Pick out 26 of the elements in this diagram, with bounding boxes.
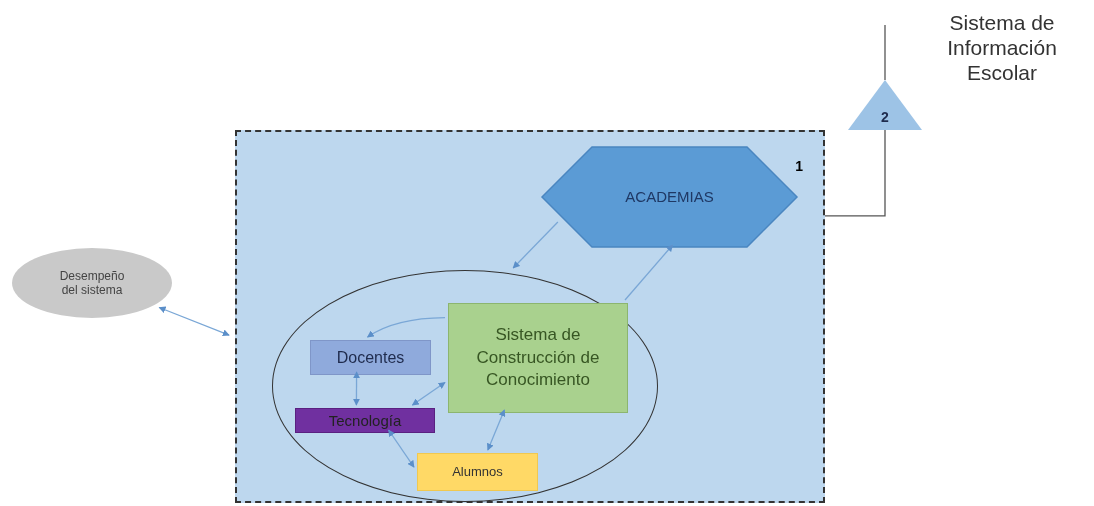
process-box <box>417 453 538 491</box>
node-label: Alumnos <box>452 464 503 480</box>
connector-line <box>824 129 886 217</box>
connector-line <box>884 24 886 81</box>
arrow <box>624 244 674 301</box>
arrow <box>411 381 446 406</box>
node-label: Sistema de Construcción de Conocimiento <box>475 323 601 392</box>
system-boundary-box <box>235 130 825 503</box>
node-label: Docentes <box>336 347 405 368</box>
arrow <box>512 221 559 269</box>
node-label: Tecnología <box>328 411 402 430</box>
process-box <box>295 408 435 433</box>
arrow <box>158 306 230 337</box>
node-label: ACADEMIAS <box>625 188 714 206</box>
arrow <box>366 316 446 338</box>
caption-text: Sistema de Información Escolar <box>946 10 1058 86</box>
arrow <box>352 371 361 406</box>
node-number: 2 <box>880 109 890 126</box>
arrow <box>387 429 415 468</box>
hexagon-node <box>542 147 797 247</box>
corner-number: 1 <box>795 158 803 175</box>
node-label: Desempeño del sistema <box>58 268 126 298</box>
triangle-node <box>848 80 922 130</box>
process-box <box>310 340 431 375</box>
process-box <box>448 303 628 413</box>
arrow <box>487 409 506 451</box>
